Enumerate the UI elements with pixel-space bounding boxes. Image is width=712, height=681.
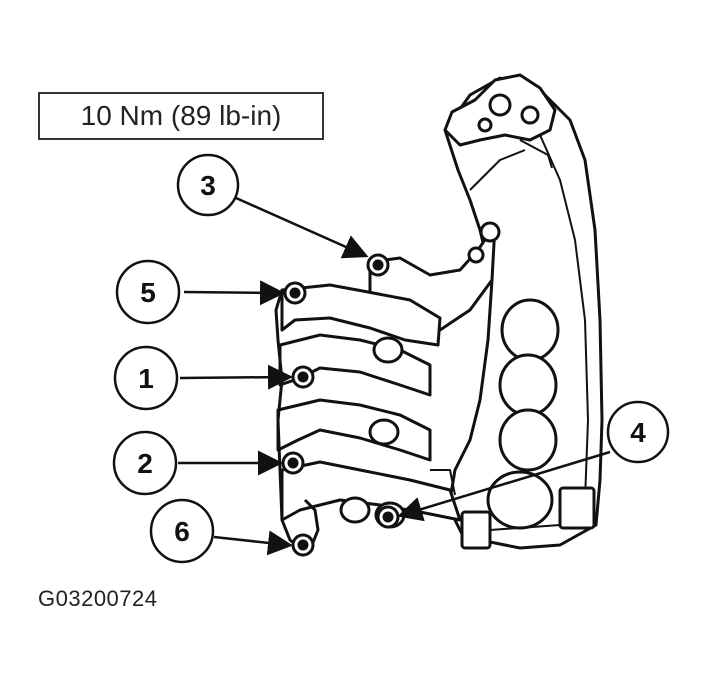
leader-line-4 bbox=[397, 450, 611, 522]
leader-lines bbox=[178, 196, 611, 556]
figure-id: G03200724 bbox=[38, 586, 158, 611]
callout-6: 6 bbox=[149, 498, 215, 564]
leader-line-1 bbox=[179, 364, 293, 390]
callout-5-label: 5 bbox=[140, 277, 156, 308]
callout-2-label: 2 bbox=[137, 448, 153, 479]
callout-2: 2 bbox=[112, 430, 178, 496]
callout-1: 1 bbox=[113, 345, 179, 411]
leader-line-5 bbox=[183, 280, 285, 306]
callout-4-label: 4 bbox=[630, 417, 646, 448]
manifold-illustration bbox=[274, 73, 604, 557]
torque-spec-box: 10 Nm (89 lb-in) bbox=[38, 92, 324, 140]
leader-line-6 bbox=[213, 530, 293, 556]
callout-4: 4 bbox=[606, 400, 670, 464]
callout-3: 3 bbox=[176, 153, 240, 217]
torque-spec-label: 10 Nm (89 lb-in) bbox=[80, 100, 282, 131]
callout-6-label: 6 bbox=[174, 516, 190, 547]
callout-3-label: 3 bbox=[200, 170, 216, 201]
callout-1-label: 1 bbox=[138, 363, 154, 394]
callout-5: 5 bbox=[115, 259, 181, 325]
leader-line-3 bbox=[235, 196, 369, 259]
